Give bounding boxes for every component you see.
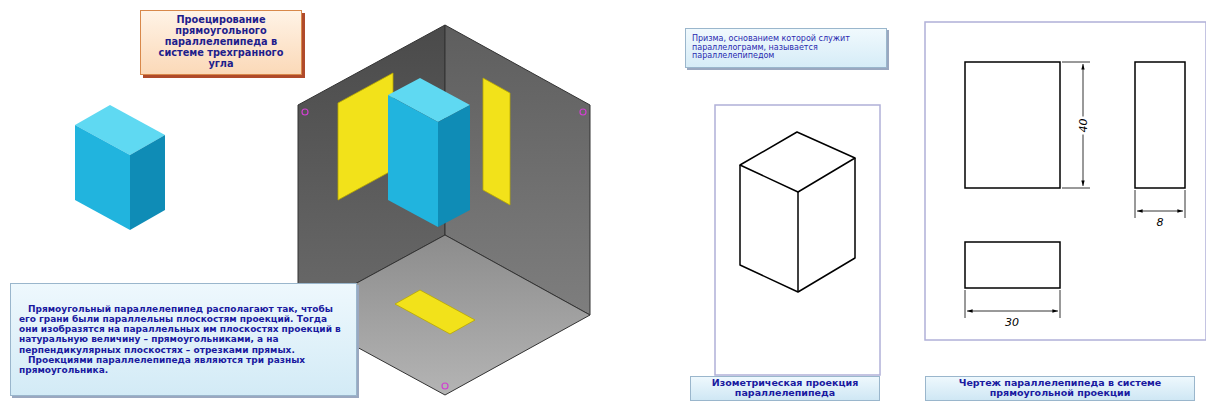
heading-text: Проецирование прямоугольного параллелепи…: [147, 15, 295, 70]
text-box: Чертеж параллелепипеда в системе прямоуг…: [925, 376, 1195, 401]
body-text: Прямоугольный параллелепипед располагают…: [19, 304, 348, 354]
body-text: Призма, основанием которой служит паралл…: [692, 35, 880, 62]
dimension-value: 8: [1155, 217, 1166, 228]
text-box: Прямоугольный параллелепипед располагают…: [10, 283, 357, 396]
isometric-panel: [715, 105, 880, 375]
text-box: Призма, основанием которой служит паралл…: [685, 28, 887, 68]
text-box: Изометрическая проекция параллелепипеда: [690, 376, 880, 401]
text-box: Проецирование прямоугольного параллелепи…: [140, 10, 302, 75]
body-text: Проекциями параллелепипеда являются три …: [19, 355, 348, 375]
body-text: Изометрическая проекция параллелепипеда: [695, 378, 875, 399]
dimension-value: 40: [1078, 116, 1089, 134]
blue-box: [75, 105, 165, 230]
body-text: Чертеж параллелепипеда в системе прямоуг…: [930, 378, 1190, 399]
dimension-value: 30: [1003, 317, 1021, 328]
drawing-panel: [925, 22, 1206, 340]
